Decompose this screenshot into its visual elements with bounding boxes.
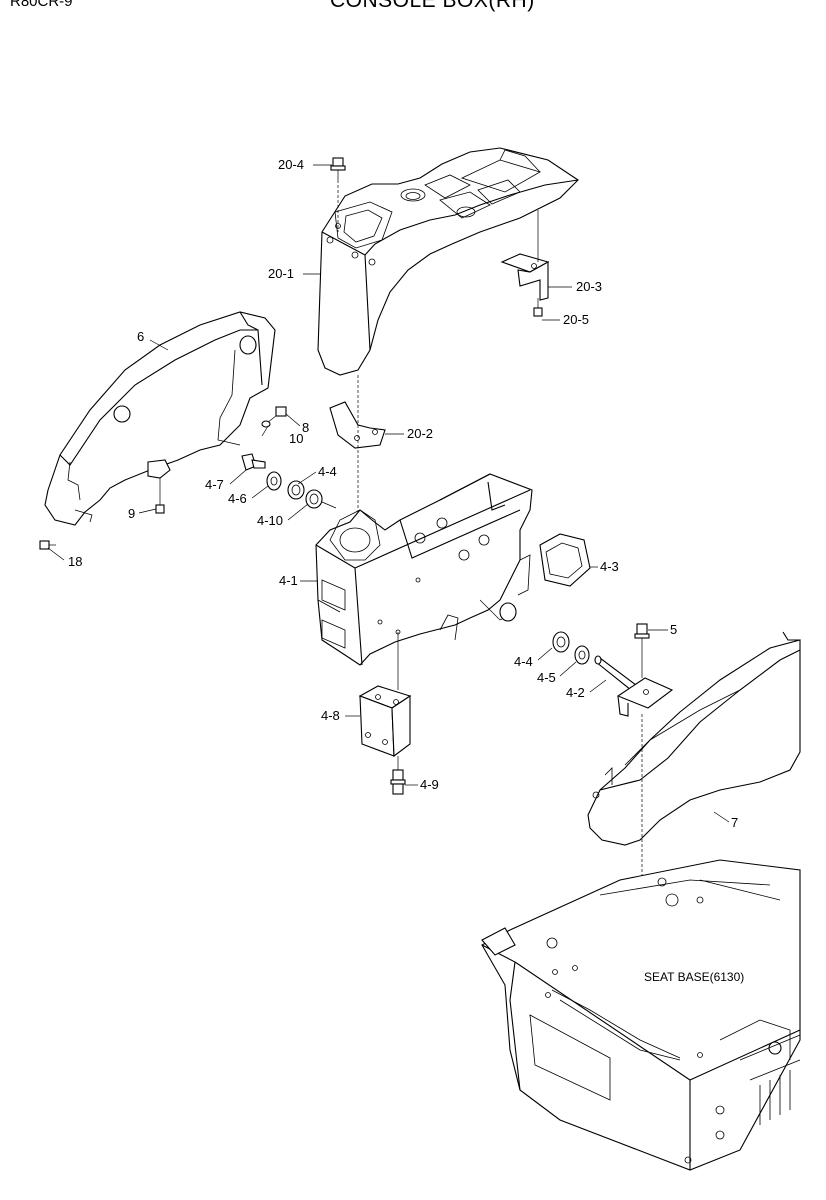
callout-4-1: 4-1 [279, 573, 298, 588]
callout-4-3: 4-3 [600, 559, 619, 574]
callout-7: 7 [731, 815, 738, 830]
bracket-right-5 [616, 623, 674, 717]
diagram-title: CONSOLE BOX(RH) [330, 0, 535, 12]
callout-4-10: 4-10 [257, 513, 283, 528]
bracket-20-3 [500, 210, 550, 317]
bolt-8-washer-10 [261, 406, 287, 428]
callout-20-2: 20-2 [407, 426, 433, 441]
bracket-4-8 [358, 685, 412, 795]
callout-20-4: 20-4 [278, 157, 304, 172]
callout-10: 10 [289, 431, 303, 446]
callout-5: 5 [670, 622, 677, 637]
seat-base-label: SEAT BASE(6130) [644, 970, 744, 984]
bolt-20-4 [330, 157, 346, 232]
bolt-18 [39, 540, 56, 550]
callout-4-9: 4-9 [420, 777, 439, 792]
seat-base [481, 859, 801, 1171]
callout-20-3: 20-3 [576, 279, 602, 294]
callout-6: 6 [137, 329, 144, 344]
right-side-cover [587, 631, 801, 908]
callout-20-1: 20-1 [268, 266, 294, 281]
callout-4-7: 4-7 [205, 477, 224, 492]
callout-4-4-left: 4-4 [318, 464, 337, 479]
callout-4-2: 4-2 [566, 685, 585, 700]
callout-4-5: 4-5 [537, 670, 556, 685]
plate-20-2 [329, 401, 386, 449]
callout-18: 18 [68, 554, 82, 569]
pin-set-right [552, 631, 641, 695]
bolt-washer-set-left [241, 453, 337, 509]
callout-4-6: 4-6 [228, 491, 247, 506]
leader-lines [47, 164, 730, 823]
callout-9: 9 [128, 506, 135, 521]
callout-20-5: 20-5 [563, 312, 589, 327]
upper-console-cover [317, 147, 579, 376]
console-frame [315, 473, 533, 690]
callout-4-8: 4-8 [321, 708, 340, 723]
left-side-cover [44, 311, 276, 526]
model-name: R80CR-9 [10, 0, 73, 10]
callout-labels: 20-4 20-1 20-3 20-5 20-2 6 8 10 4-4 4-7 … [68, 157, 744, 984]
callout-4-4-right: 4-4 [514, 654, 533, 669]
callout-8: 8 [302, 420, 309, 435]
grommet-4-3 [539, 533, 591, 587]
